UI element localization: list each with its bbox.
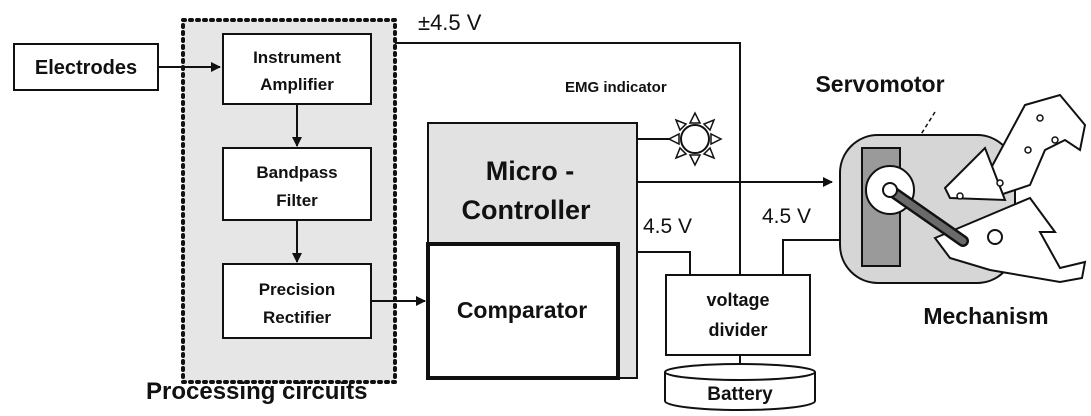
voltage-divider-box: [665, 274, 811, 356]
microcontroller-label-line2: Controller: [461, 195, 590, 225]
battery-cylinder-icon: [664, 363, 816, 411]
rectifier-label-line1: Precision: [259, 280, 336, 299]
servomotor-label: Servomotor: [815, 71, 944, 97]
filter-label-line2: Filter: [276, 191, 318, 210]
rectifier-label-line2: Rectifier: [263, 308, 331, 327]
comparator-label: Comparator: [457, 297, 587, 323]
servomotor-voltage-wire: [782, 239, 840, 275]
voltage-divider-label-line1: voltage: [706, 290, 769, 310]
electrodes-label: Electrodes: [35, 57, 137, 79]
amplifier-label-line2: Amplifier: [260, 75, 334, 94]
voltage-divider-label-line2: divider: [708, 320, 767, 340]
bandpass-filter-box: [222, 147, 372, 221]
servomotor-pointer-arrow: [909, 111, 936, 153]
processing-circuits-label: Processing circuits: [146, 378, 367, 405]
led-sun-icon: [667, 111, 723, 167]
gripper-mechanism-illustration: [839, 93, 1087, 284]
mechanism-label: Mechanism: [923, 303, 1048, 329]
electrodes-box: [13, 43, 159, 91]
comparator-box: [426, 242, 620, 380]
emg-indicator-label: EMG indicator: [565, 79, 667, 96]
servomotor-voltage-label: 4.5 V: [762, 205, 811, 228]
controller-voltage-wire: [637, 251, 691, 275]
battery-label: Battery: [707, 384, 773, 405]
supply-voltage-label: ±4.5 V: [418, 10, 482, 35]
controller-voltage-label: 4.5 V: [643, 215, 692, 238]
microcontroller-label-line1: Micro -: [486, 156, 575, 186]
precision-rectifier-box: [222, 263, 372, 339]
amplifier-label-line1: Instrument: [253, 48, 341, 67]
filter-label-line1: Bandpass: [256, 163, 337, 182]
supply-wire: [395, 42, 741, 275]
